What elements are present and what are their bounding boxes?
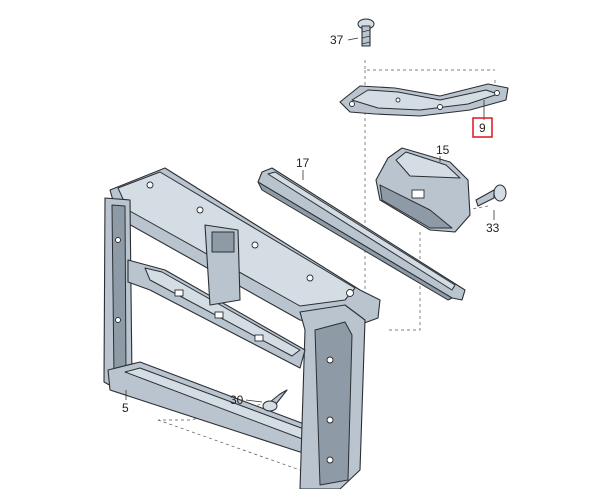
callout-17: 17 bbox=[296, 156, 310, 170]
screw-30[interactable] bbox=[262, 389, 288, 412]
screw-37[interactable] bbox=[357, 18, 375, 47]
front-carrier-frame[interactable] bbox=[103, 167, 381, 489]
lock-carrier[interactable] bbox=[375, 147, 471, 233]
callout-15: 15 bbox=[436, 143, 450, 157]
upper-bracket-plate[interactable] bbox=[339, 83, 509, 117]
side-rail-trim[interactable] bbox=[257, 167, 466, 301]
leader-lines bbox=[125, 37, 495, 403]
screw-33[interactable] bbox=[475, 184, 507, 207]
callout-30: 30 bbox=[230, 393, 244, 407]
callout-37: 37 bbox=[330, 33, 344, 47]
callout-33: 33 bbox=[486, 221, 500, 235]
callout-9: 9 bbox=[479, 121, 486, 135]
highlight-box-9 bbox=[472, 117, 493, 138]
callout-5: 5 bbox=[122, 401, 129, 415]
